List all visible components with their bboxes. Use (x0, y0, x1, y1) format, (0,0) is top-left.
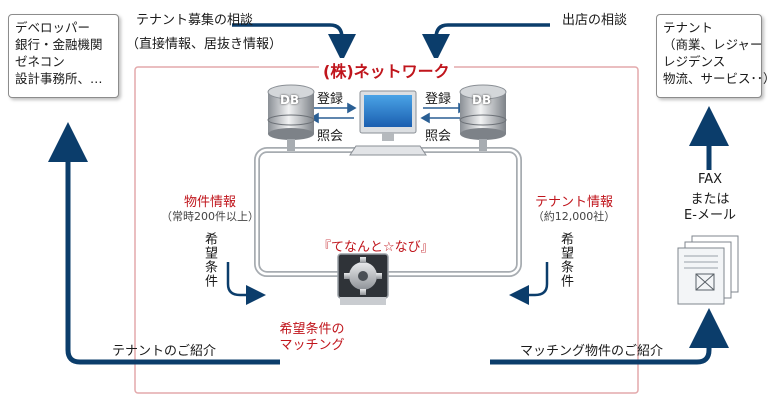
database-icon-left (267, 84, 315, 151)
network-title: (株)ネットワーク (319, 58, 454, 82)
desired-conditions-left: 希望条件 (202, 232, 217, 288)
reference-label-right: 照会 (425, 129, 452, 144)
matching-property-introduction-label: マッチング物件のご紹介 (520, 344, 664, 359)
store-opening-label: 出店の相談 (562, 13, 628, 28)
arrow-top-left (232, 23, 356, 62)
arrow-bottom-right (490, 308, 729, 365)
gear-app-icon (337, 253, 389, 305)
property-info-title: 物件情報 (183, 195, 236, 210)
document-fax-icon (677, 235, 739, 305)
matching-label-line1: 希望条件の (279, 322, 345, 337)
or-label: または (690, 192, 730, 207)
left-box-line: デベロッパー (15, 20, 91, 35)
client-box-right: テナント （商業、レジャー レジデンス 物流、サービス･･） (656, 14, 772, 98)
right-box-line: （商業、レジャー (663, 37, 763, 52)
matching-label-line2: マッチング (279, 338, 345, 353)
register-label-left: 登録 (317, 92, 344, 107)
arrow-conditions-left (226, 262, 266, 305)
register-label-right: 登録 (425, 92, 452, 107)
computer-icon (349, 90, 427, 156)
tenant-recruitment-label: テナント募集の相談 (136, 13, 254, 28)
desired-conditions-right: 希望条件 (558, 232, 573, 288)
app-name: 『てなんと☆なび』 (318, 240, 434, 255)
arrow-bottom-left (48, 122, 280, 365)
right-box-line: テナント (663, 20, 714, 35)
left-box-line: 銀行・金融機関 (15, 37, 103, 52)
db-label-left: DB (280, 93, 300, 107)
arrow-top-right (422, 23, 550, 62)
property-info-note: （常時200件以上） (161, 210, 259, 223)
right-box-line: レジデンス (663, 54, 726, 69)
database-icon-right (459, 84, 507, 151)
tenant-introduction-label: テナントのご紹介 (112, 344, 217, 359)
arrow-conditions-right (509, 262, 549, 305)
client-box-left: デベロッパー 銀行・金融機関 ゼネコン 設計事務所、… (8, 14, 119, 98)
tenant-info-note: （約12,000社） (532, 210, 616, 223)
tenant-recruitment-sublabel: （直接情報、居抜き情報） (126, 37, 283, 52)
fax-label: FAX (697, 172, 723, 187)
left-box-line: ゼネコン (15, 54, 65, 69)
db-label-right: DB (472, 93, 492, 107)
email-label: E-メール (684, 208, 736, 223)
left-box-line: 設計事務所、… (15, 71, 103, 86)
right-box-line: 物流、サービス･･） (663, 71, 772, 86)
tenant-info-title: テナント情報 (534, 195, 613, 210)
reference-label-left: 照会 (317, 129, 344, 144)
